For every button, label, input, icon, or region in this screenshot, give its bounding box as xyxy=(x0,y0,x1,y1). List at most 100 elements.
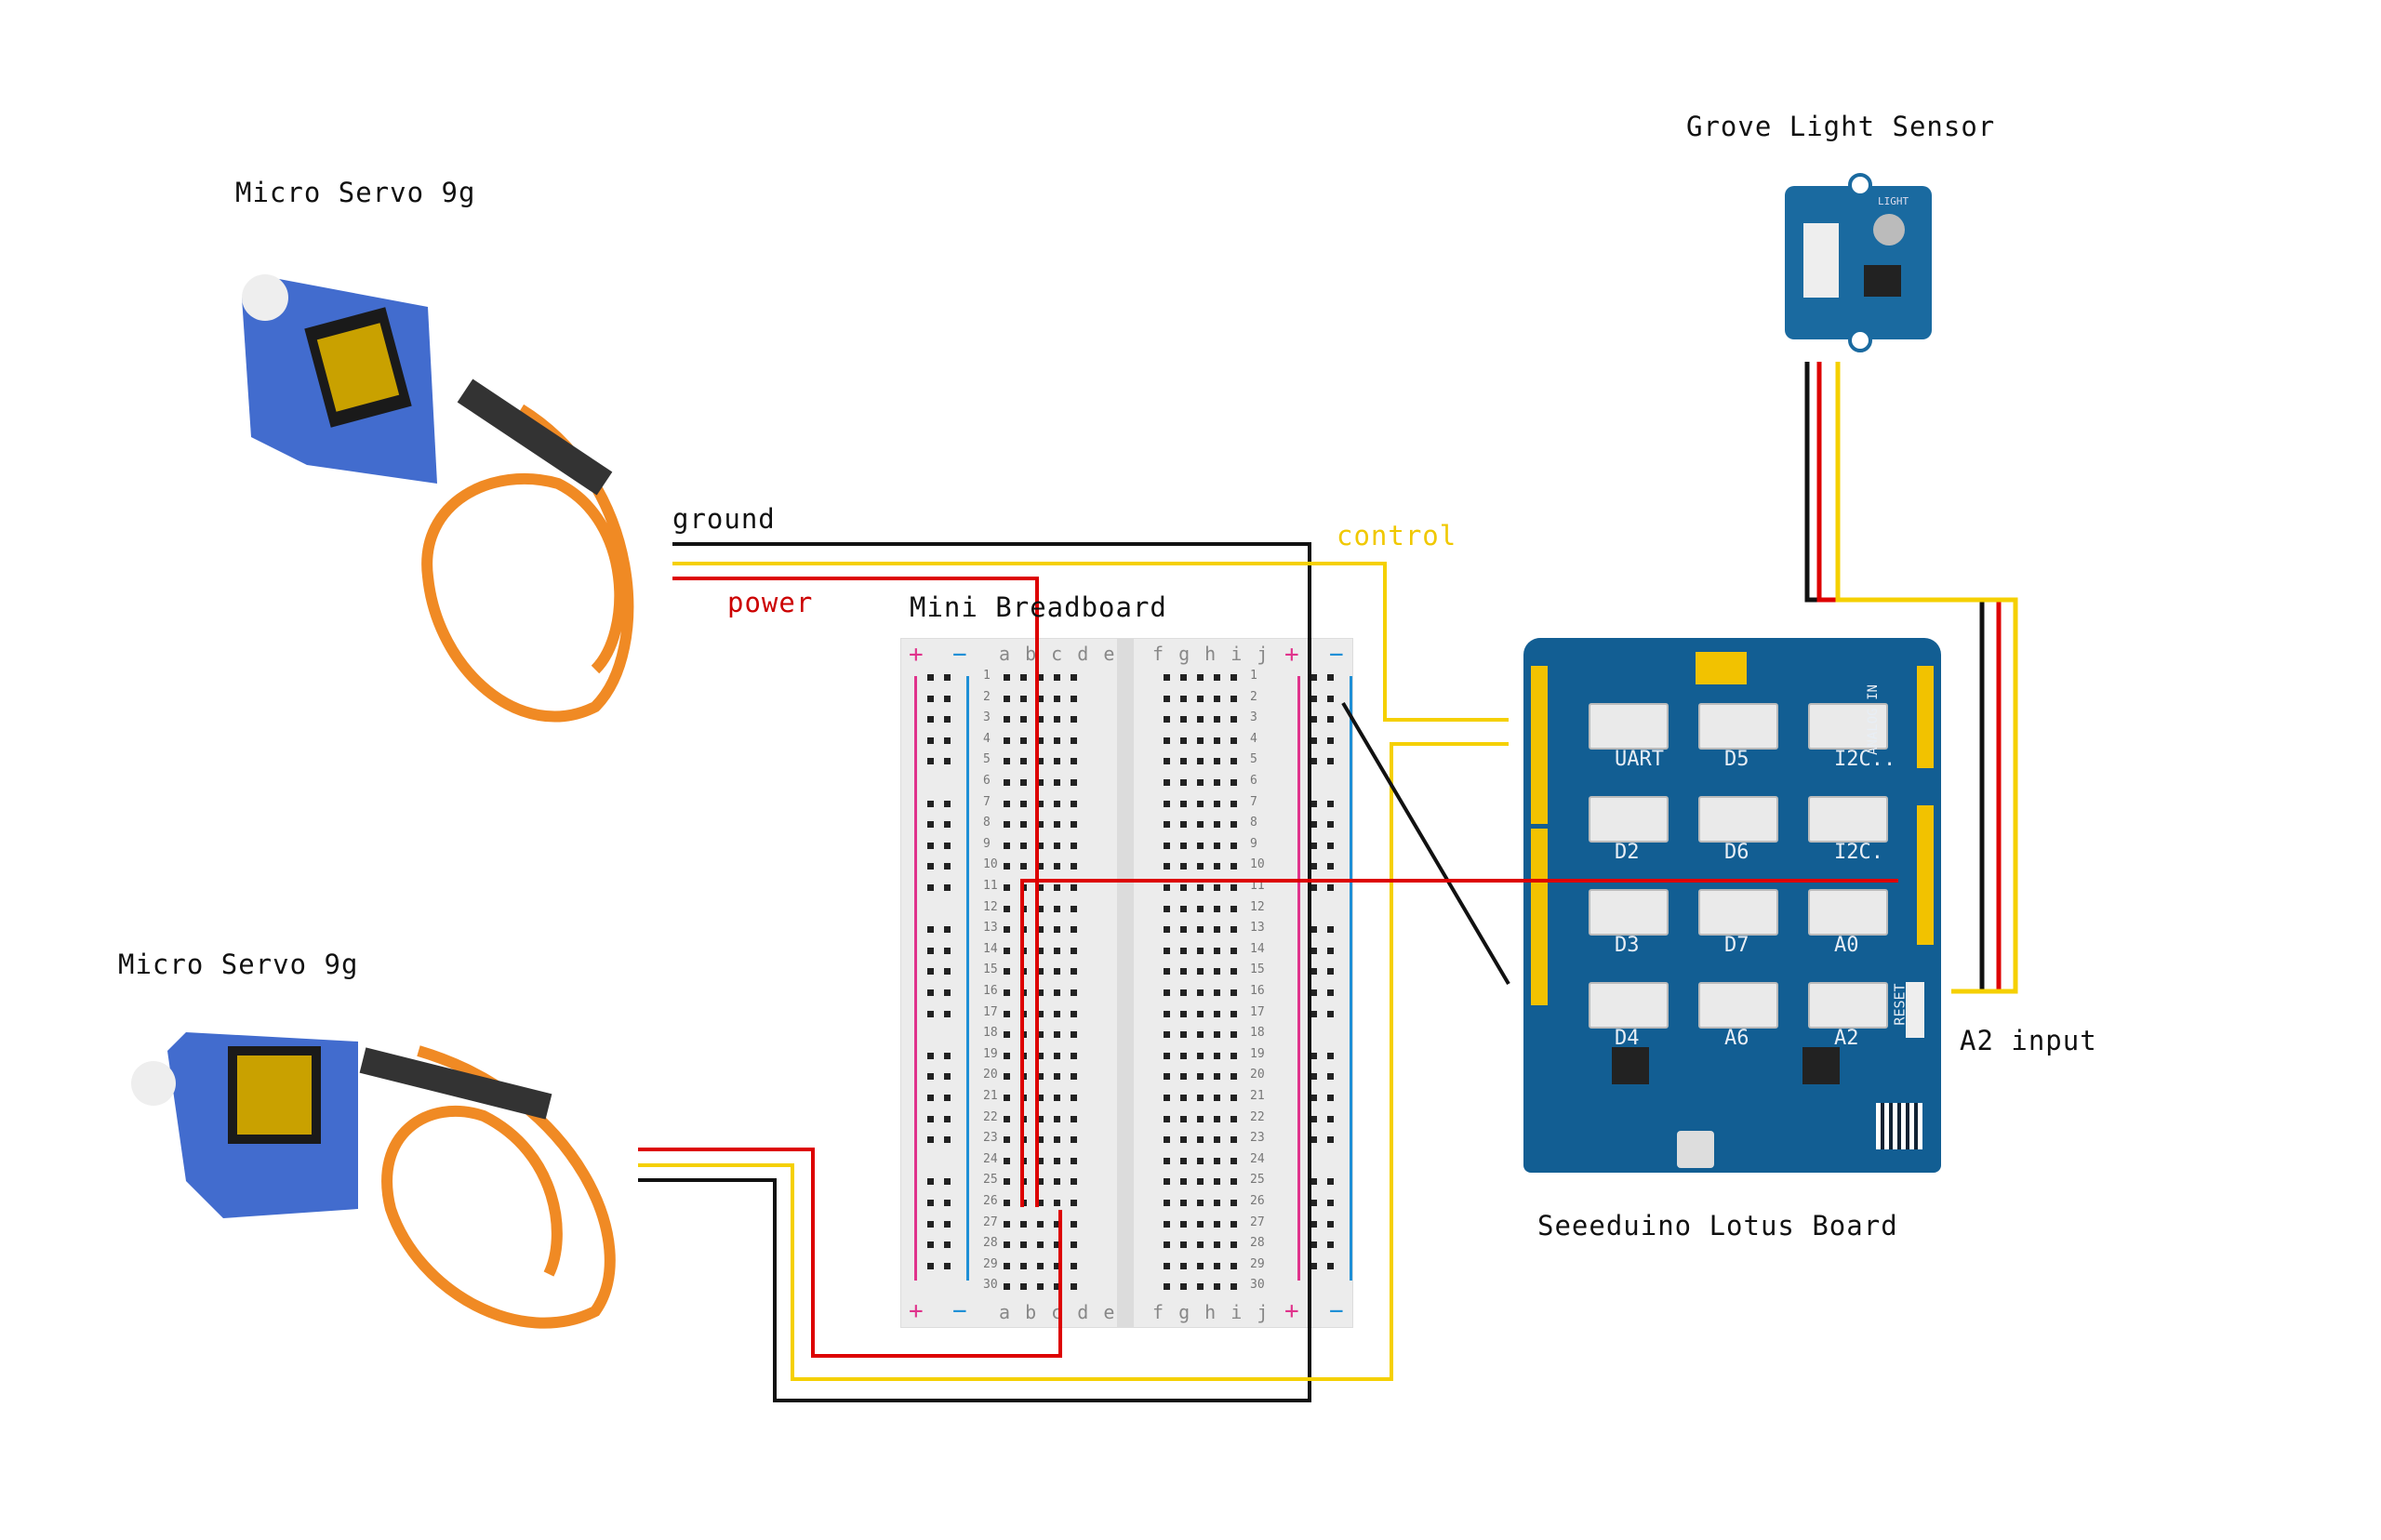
hole[interactable] xyxy=(1164,1283,1170,1291)
rail-hole[interactable] xyxy=(1327,884,1334,891)
rail-hole[interactable] xyxy=(1327,737,1334,744)
hole[interactable] xyxy=(1071,905,1077,912)
hole[interactable] xyxy=(1071,716,1077,724)
hole[interactable] xyxy=(1037,1115,1044,1122)
hole[interactable] xyxy=(1197,1262,1204,1269)
rail-hole[interactable] xyxy=(927,1010,934,1017)
hole[interactable] xyxy=(1197,842,1204,849)
rail-hole[interactable] xyxy=(944,1200,951,1206)
hole[interactable] xyxy=(1180,905,1187,912)
hole[interactable] xyxy=(1004,737,1010,744)
rail-hole[interactable] xyxy=(1327,1010,1334,1017)
hole[interactable] xyxy=(1071,758,1077,765)
hole[interactable] xyxy=(1004,968,1010,976)
hole[interactable] xyxy=(1037,1262,1044,1269)
hole[interactable] xyxy=(1020,695,1027,702)
hole[interactable] xyxy=(1054,779,1060,786)
hole[interactable] xyxy=(1004,716,1010,724)
hole[interactable] xyxy=(1054,1262,1060,1269)
rail-hole[interactable] xyxy=(1327,716,1334,724)
hole[interactable] xyxy=(1197,821,1204,829)
hole[interactable] xyxy=(1054,1052,1060,1059)
hole[interactable] xyxy=(1164,1178,1170,1186)
hole[interactable] xyxy=(1230,1136,1237,1144)
rail-hole[interactable] xyxy=(1310,1220,1317,1228)
hole[interactable] xyxy=(1037,1136,1044,1144)
hole[interactable] xyxy=(1230,716,1237,724)
hole[interactable] xyxy=(1180,1262,1187,1269)
hole[interactable] xyxy=(1180,1031,1187,1039)
hole[interactable] xyxy=(1214,1010,1220,1017)
hole[interactable] xyxy=(1230,800,1237,807)
hole[interactable] xyxy=(1197,968,1204,976)
rail-hole[interactable] xyxy=(1327,1095,1334,1101)
hole[interactable] xyxy=(1180,989,1187,996)
rail-hole[interactable] xyxy=(927,716,934,724)
hole[interactable] xyxy=(1164,779,1170,786)
hole[interactable] xyxy=(1214,779,1220,786)
rail-hole[interactable] xyxy=(927,1073,934,1081)
rail-hole[interactable] xyxy=(1310,821,1317,829)
hole[interactable] xyxy=(1230,905,1237,912)
hole[interactable] xyxy=(1071,947,1077,954)
hole[interactable] xyxy=(1004,842,1010,849)
hole[interactable] xyxy=(1230,926,1237,934)
hole[interactable] xyxy=(1054,947,1060,954)
rail-hole[interactable] xyxy=(1327,1241,1334,1249)
hole[interactable] xyxy=(1037,1200,1044,1206)
hole[interactable] xyxy=(1020,863,1027,870)
hole[interactable] xyxy=(1054,1220,1060,1228)
hole[interactable] xyxy=(1230,989,1237,996)
hole[interactable] xyxy=(1197,674,1204,681)
rail-hole[interactable] xyxy=(944,1241,951,1249)
hole[interactable] xyxy=(1054,758,1060,765)
hole[interactable] xyxy=(1004,1031,1010,1039)
hole[interactable] xyxy=(1180,1010,1187,1017)
grove-port[interactable] xyxy=(1808,703,1888,750)
rail-hole[interactable] xyxy=(1310,926,1317,934)
hole[interactable] xyxy=(1180,1283,1187,1291)
hole[interactable] xyxy=(1054,1200,1060,1206)
hole[interactable] xyxy=(1214,905,1220,912)
hole[interactable] xyxy=(1071,968,1077,976)
hole[interactable] xyxy=(1054,1157,1060,1164)
hole[interactable] xyxy=(1164,1241,1170,1249)
hole[interactable] xyxy=(1197,1031,1204,1039)
rail-hole[interactable] xyxy=(944,1178,951,1186)
hole[interactable] xyxy=(1054,1283,1060,1291)
hole[interactable] xyxy=(1164,1200,1170,1206)
rail-hole[interactable] xyxy=(944,695,951,702)
grove-port[interactable] xyxy=(1589,889,1669,936)
grove-port[interactable] xyxy=(1808,796,1888,843)
hole[interactable] xyxy=(1214,716,1220,724)
hole[interactable] xyxy=(1230,1178,1237,1186)
rail-hole[interactable] xyxy=(927,737,934,744)
rail-hole[interactable] xyxy=(927,989,934,996)
hole[interactable] xyxy=(1004,1052,1010,1059)
rail-hole[interactable] xyxy=(927,1095,934,1101)
hole[interactable] xyxy=(1071,1178,1077,1186)
hole[interactable] xyxy=(1230,1220,1237,1228)
rail-hole[interactable] xyxy=(944,884,951,891)
hole[interactable] xyxy=(1197,1241,1204,1249)
hole[interactable] xyxy=(1071,1262,1077,1269)
hole[interactable] xyxy=(1180,758,1187,765)
hole[interactable] xyxy=(1230,1052,1237,1059)
hole[interactable] xyxy=(1164,1031,1170,1039)
hole[interactable] xyxy=(1164,863,1170,870)
hole[interactable] xyxy=(1054,905,1060,912)
hole[interactable] xyxy=(1164,1010,1170,1017)
rail-hole[interactable] xyxy=(927,1052,934,1059)
hole[interactable] xyxy=(1214,842,1220,849)
hole[interactable] xyxy=(1037,1073,1044,1081)
rail-hole[interactable] xyxy=(927,1220,934,1228)
hole[interactable] xyxy=(1230,779,1237,786)
rail-hole[interactable] xyxy=(1327,926,1334,934)
hole[interactable] xyxy=(1180,1178,1187,1186)
hole[interactable] xyxy=(1214,884,1220,891)
hole[interactable] xyxy=(1230,821,1237,829)
hole[interactable] xyxy=(1214,674,1220,681)
hole[interactable] xyxy=(1054,1115,1060,1122)
hole[interactable] xyxy=(1037,737,1044,744)
hole[interactable] xyxy=(1004,800,1010,807)
